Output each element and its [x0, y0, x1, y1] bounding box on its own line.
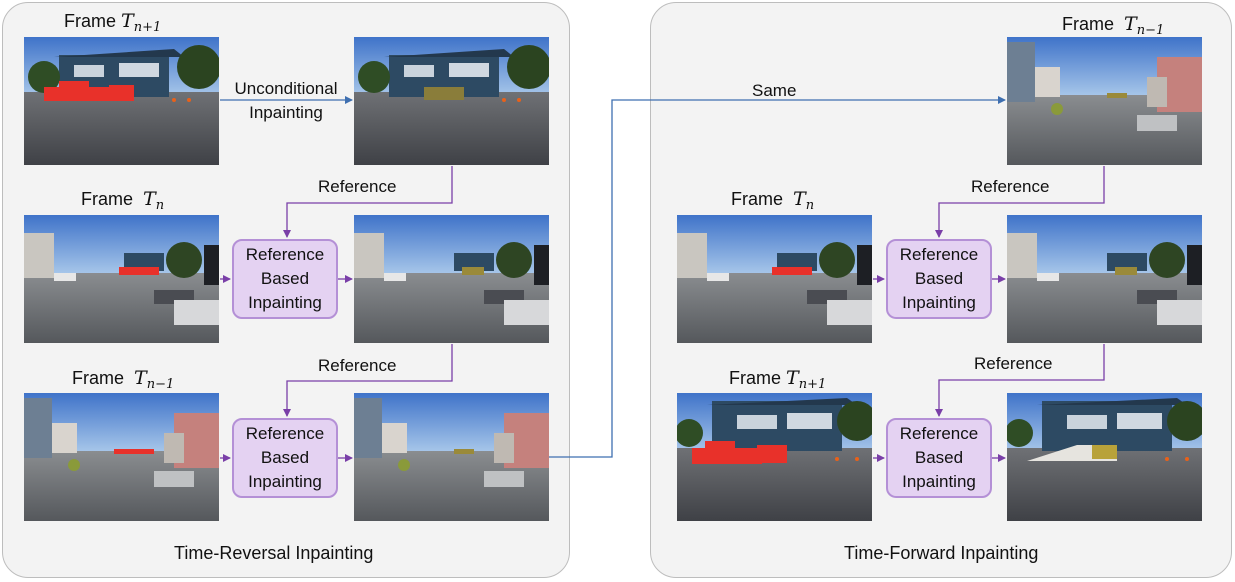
- same-arrow: [549, 96, 1006, 458]
- forward-frame-tn1-result-image: [1007, 393, 1202, 521]
- frame-tn-masked-image: [24, 215, 219, 343]
- frame-label-tn1-left: Frame Tn+1: [64, 10, 162, 35]
- reference-arrow-3: [935, 166, 1105, 238]
- forward-frame-tn-masked-image: [677, 215, 872, 343]
- reference-arrow-1: [283, 166, 453, 238]
- frame-tn1-masked-image: [24, 37, 219, 165]
- reference-arrow-2: [283, 344, 453, 417]
- reference-label-2: Reference: [318, 356, 397, 375]
- frame-label-tn-1-left: Frame Tn−1: [72, 367, 175, 392]
- reference-label-1: Reference: [318, 177, 397, 196]
- frame-label-tn-1-right: Frame Tn−1: [1062, 13, 1165, 38]
- frame-label-tn-right: Frame Tn: [731, 188, 815, 213]
- frame-label-tn1-right: Frame Tn+1: [729, 367, 827, 392]
- frame-tn-result-image: [354, 215, 549, 343]
- time-forward-title: Time-Forward Inpainting: [844, 543, 1039, 563]
- frame-tn-1-result-image: [354, 393, 549, 521]
- same-label: Same: [752, 81, 797, 100]
- time-reversal-title: Time-Reversal Inpainting: [174, 543, 374, 563]
- forward-frame-tn-1-image: [1007, 37, 1202, 165]
- forward-frame-tn1-masked-image: [677, 393, 872, 521]
- reference-arrow-4: [935, 344, 1105, 417]
- frame-tn-1-masked-image: [24, 393, 219, 521]
- unconditional-result-image: [354, 37, 549, 165]
- reference-label-4: Reference: [974, 354, 1053, 373]
- reference-label-3: Reference: [971, 177, 1050, 196]
- forward-frame-tn-result-image: [1007, 215, 1202, 343]
- frame-label-tn-left: Frame Tn: [81, 188, 165, 213]
